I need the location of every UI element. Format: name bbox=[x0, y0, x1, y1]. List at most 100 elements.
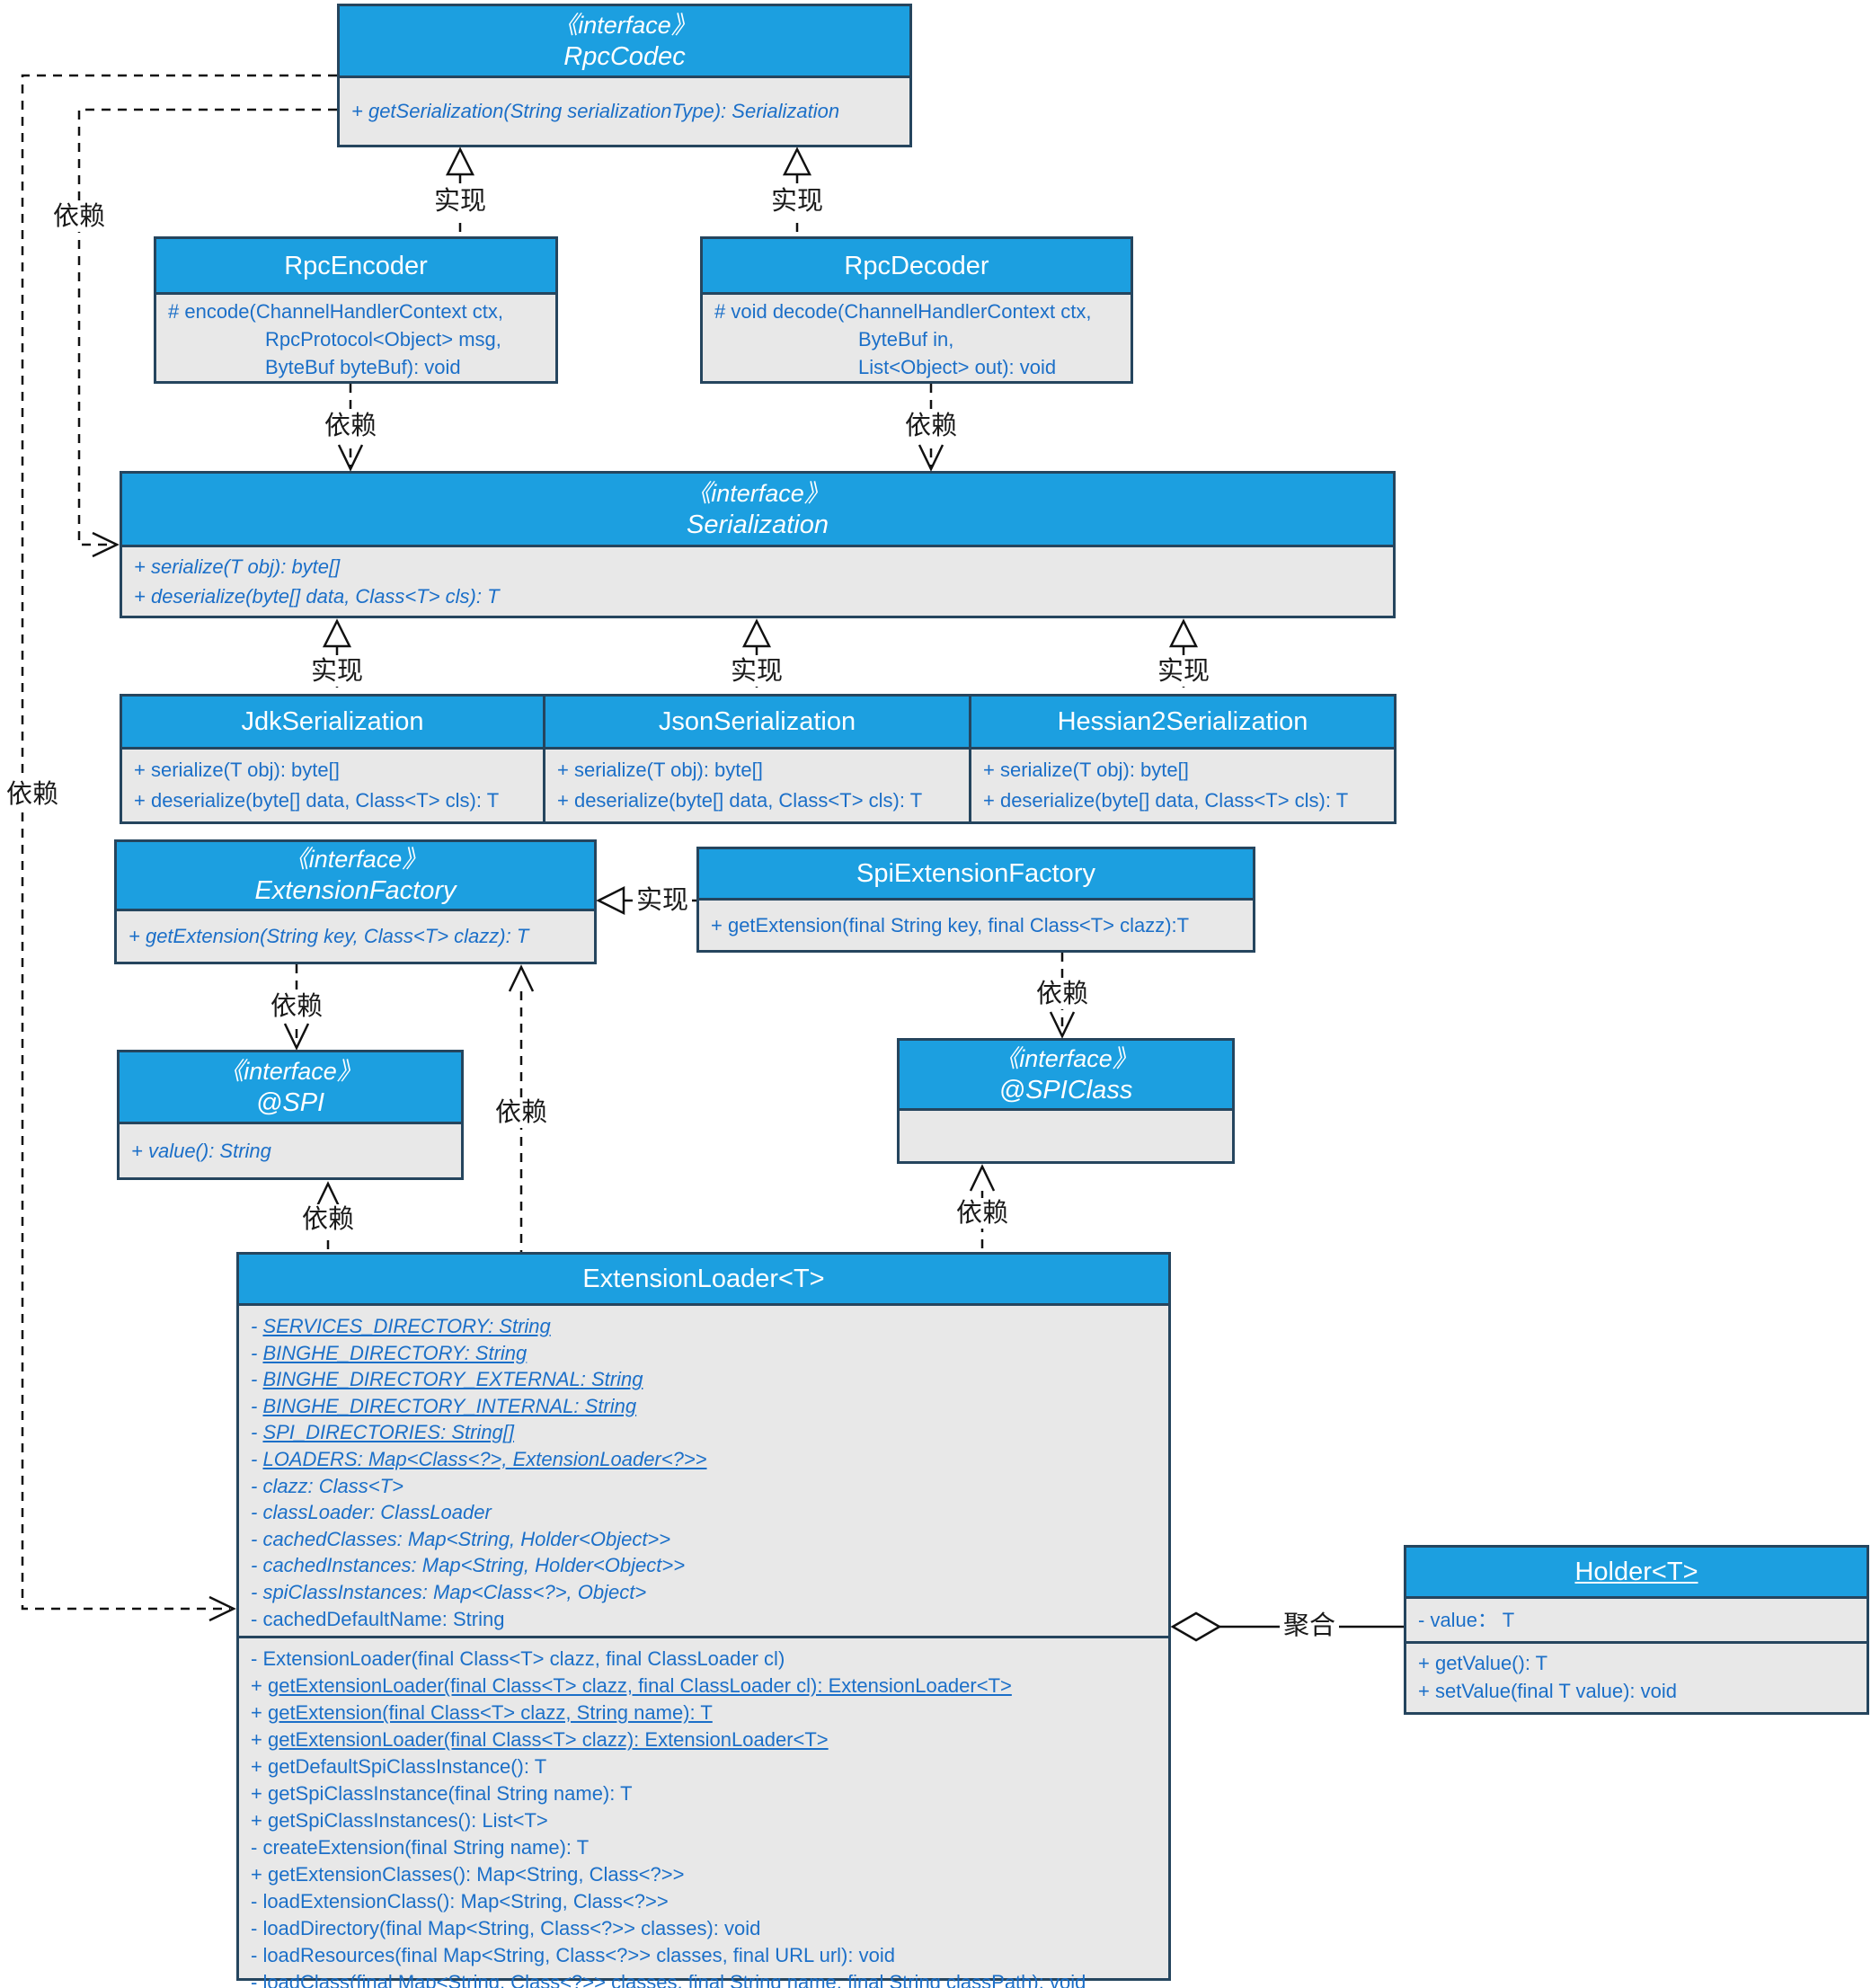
method-list: + getValue(): T + setValue(final T value)… bbox=[1406, 1641, 1867, 1712]
member-line: + getExtensionLoader(final Class<T> claz… bbox=[251, 1674, 1012, 1698]
member-line: + serialize(T obj): byte[] bbox=[983, 759, 1189, 781]
class-name: Holder<T> bbox=[1574, 1558, 1698, 1586]
depend-label: 依赖 bbox=[900, 411, 962, 441]
method-list: + serialize(T obj): byte[] + deserialize(… bbox=[122, 750, 543, 821]
member-line: - loadClass(final Map<String, Class<?>> … bbox=[251, 1971, 1086, 1988]
method-list: - ExtensionLoader(final Class<T> clazz, … bbox=[239, 1636, 1168, 1988]
class-jdk-serialization: JdkSerialization + serialize(T obj): byt… bbox=[120, 694, 545, 824]
member-line: + getExtension(final Class<T> clazz, Str… bbox=[251, 1701, 713, 1725]
member-line: - classLoader: ClassLoader bbox=[251, 1501, 492, 1524]
depend-label: 依赖 bbox=[2, 779, 63, 810]
class-name: RpcEncoder bbox=[284, 251, 428, 280]
method-list: + getExtension(String key, Class<T> claz… bbox=[117, 911, 594, 962]
field-list: - value： T bbox=[1406, 1599, 1867, 1641]
member-line: + getExtensionClasses(): Map<String, Cla… bbox=[251, 1863, 685, 1886]
realize-label: 实现 bbox=[306, 656, 368, 687]
class-header: JsonSerialization bbox=[545, 697, 969, 750]
method-list: + getExtension(final String key, final C… bbox=[699, 901, 1253, 950]
method-list: # void decode(ChannelHandlerContext ctx,… bbox=[703, 295, 1131, 385]
depend-label: 依赖 bbox=[297, 1204, 359, 1235]
member-line: List<Object> out): void bbox=[858, 356, 1057, 378]
stereotype: 《interface》 bbox=[995, 1044, 1137, 1072]
class-header: JdkSerialization bbox=[122, 697, 543, 750]
member-line: + deserialize(byte[] data, Class<T> cls)… bbox=[134, 585, 500, 608]
member-line: - SPI_DIRECTORIES: String[] bbox=[251, 1421, 515, 1444]
member-line: - cachedDefaultName: String bbox=[251, 1607, 505, 1630]
class-header: 《interface》 Serialization bbox=[122, 474, 1393, 547]
class-header: RpcDecoder bbox=[703, 239, 1131, 295]
method-list: + serialize(T obj): byte[]+ deserialize(… bbox=[122, 547, 1393, 616]
class-rpc-encoder: RpcEncoder # encode(ChannelHandlerContex… bbox=[154, 236, 558, 384]
depend-label: 依赖 bbox=[491, 1097, 552, 1128]
member-line: + getSpiClassInstances(): List<T> bbox=[251, 1809, 548, 1833]
member-line: - SERVICES_DIRECTORY: String bbox=[251, 1315, 551, 1337]
member-line: - createExtension(final String name): T bbox=[251, 1836, 590, 1859]
member-line: - clazz: Class<T> bbox=[251, 1474, 403, 1497]
member-line: + getValue(): T bbox=[1418, 1652, 1548, 1674]
depend-label: 依赖 bbox=[49, 201, 110, 232]
depend-label: 依赖 bbox=[952, 1198, 1013, 1229]
stereotype: 《interface》 bbox=[554, 11, 696, 39]
class-name: ExtensionLoader<T> bbox=[582, 1265, 825, 1293]
member-line: + deserialize(byte[] data, Class<T> cls)… bbox=[134, 789, 500, 812]
class-name: JsonSerialization bbox=[658, 707, 856, 736]
member-line: - BINGHE_DIRECTORY: String bbox=[251, 1341, 528, 1364]
class-name: RpcCodec bbox=[563, 41, 686, 71]
class-header: Hessian2Serialization bbox=[971, 697, 1394, 750]
class-header: Holder<T> bbox=[1406, 1548, 1867, 1599]
member-line: ByteBuf in, bbox=[858, 328, 954, 351]
class-header: 《interface》 RpcCodec bbox=[340, 6, 909, 78]
realize-label: 实现 bbox=[1153, 656, 1214, 687]
member-line: ByteBuf byteBuf): void bbox=[265, 356, 461, 378]
member-line: + deserialize(byte[] data, Class<T> cls)… bbox=[557, 789, 923, 812]
class-holder: Holder<T> - value： T + getValue(): T + se… bbox=[1404, 1545, 1869, 1715]
class-hessian2-serialization: Hessian2Serialization + serialize(T obj)… bbox=[969, 694, 1397, 824]
member-line: + getExtensionLoader(final Class<T> claz… bbox=[251, 1728, 829, 1752]
realize-label: 实现 bbox=[767, 186, 828, 217]
method-list: + value(): String bbox=[120, 1124, 461, 1177]
class-spiclass-annotation: 《interface》 @SPIClass bbox=[897, 1038, 1235, 1164]
stereotype: 《interface》 bbox=[687, 479, 829, 507]
class-name: Hessian2Serialization bbox=[1057, 707, 1308, 736]
class-extension-loader: ExtensionLoader<T> - SERVICES_DIRECTORY:… bbox=[236, 1252, 1171, 1988]
class-spi-annotation: 《interface》 @SPI + value(): String bbox=[117, 1050, 464, 1180]
member-line: - value： T bbox=[1418, 1608, 1515, 1631]
method-list: + serialize(T obj): byte[]+ deserialize(… bbox=[971, 750, 1394, 821]
member-line: - spiClassInstances: Map<Class<?>, Objec… bbox=[251, 1580, 647, 1603]
member-line: - loadResources(final Map<String, Class<… bbox=[251, 1944, 895, 1967]
class-name: SpiExtensionFactory bbox=[856, 859, 1095, 888]
member-line: - cachedClasses: Map<String, Holder<Obje… bbox=[251, 1527, 671, 1550]
class-header: 《interface》 @SPI bbox=[120, 1052, 461, 1124]
class-name: @SPIClass bbox=[998, 1075, 1133, 1105]
member-line: + getExtension(final String key, final C… bbox=[711, 913, 1190, 936]
class-header: 《interface》 ExtensionFactory bbox=[117, 842, 594, 911]
field-list: - SERVICES_DIRECTORY: String - BINGHE_DIR… bbox=[239, 1306, 1168, 1636]
class-header: RpcEncoder bbox=[156, 239, 555, 295]
member-line: # encode(ChannelHandlerContext ctx, bbox=[168, 300, 504, 323]
member-line: - LOADERS: Map<Class<?>, ExtensionLoader… bbox=[251, 1447, 707, 1470]
member-line: - loadDirectory(final Map<String, Class<… bbox=[251, 1917, 761, 1940]
aggregate-label: 聚合 bbox=[1279, 1611, 1340, 1641]
member-line: - BINGHE_DIRECTORY_EXTERNAL: String bbox=[251, 1368, 643, 1391]
class-extension-factory: 《interface》 ExtensionFactory + getExtens… bbox=[114, 839, 597, 964]
class-name: RpcDecoder bbox=[844, 251, 989, 280]
class-name: @SPI bbox=[255, 1087, 325, 1117]
class-serialization: 《interface》 Serialization + serialize(T … bbox=[120, 471, 1396, 618]
member-line: - BINGHE_DIRECTORY_INTERNAL: String bbox=[251, 1394, 637, 1417]
member-line: + setValue(final T value): void bbox=[1418, 1680, 1677, 1702]
member-line: # void decode(ChannelHandlerContext ctx, bbox=[714, 300, 1092, 323]
method-list: + serialize(T obj): byte[]+ deserialize(… bbox=[545, 750, 969, 821]
class-name: JdkSerialization bbox=[241, 707, 424, 736]
method-list: + getSerialization(String serializationT… bbox=[340, 78, 909, 145]
member-line: + getDefaultSpiClassInstance(): T bbox=[251, 1755, 547, 1779]
depend-label: 依赖 bbox=[320, 411, 381, 441]
class-name: ExtensionFactory bbox=[254, 876, 457, 905]
member-line: + serialize(T obj): byte[] bbox=[134, 759, 340, 781]
class-json-serialization: JsonSerialization + serialize(T obj): by… bbox=[543, 694, 971, 824]
member-line: + value(): String bbox=[131, 1139, 271, 1162]
member-line: + getSerialization(String serializationT… bbox=[351, 100, 840, 122]
stereotype: 《interface》 bbox=[284, 846, 427, 873]
method-list: # encode(ChannelHandlerContext ctx,RpcPr… bbox=[156, 295, 555, 385]
member-line: - cachedInstances: Map<String, Holder<Ob… bbox=[251, 1554, 686, 1577]
